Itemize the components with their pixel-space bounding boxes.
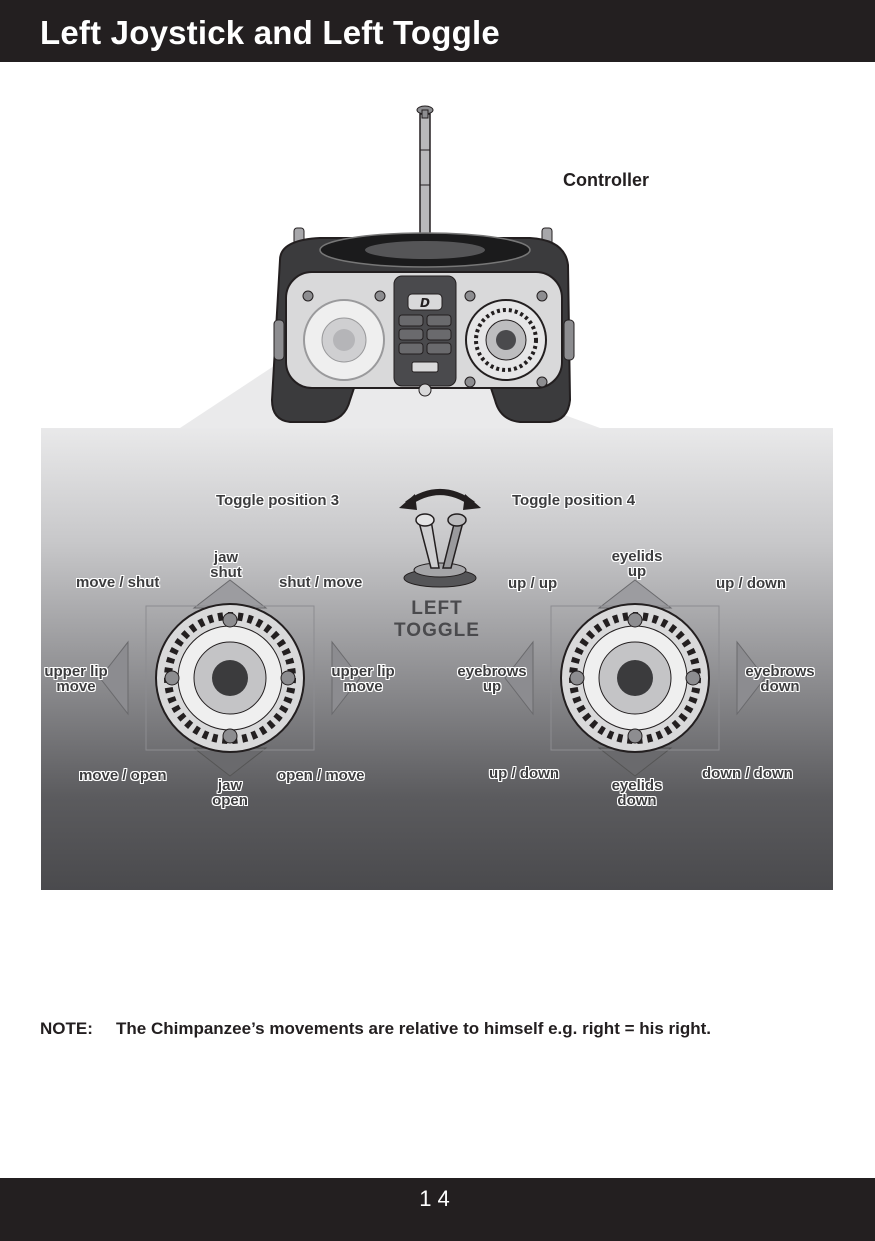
toggle-position-3-label: Toggle position 3 (216, 492, 340, 509)
label-line: move (343, 678, 383, 695)
right-joystick-graphic (504, 579, 766, 777)
note-label: NOTE: (40, 1019, 93, 1038)
right-joystick-top-label: eyelids up (604, 549, 670, 579)
label-line: eyelids (611, 777, 663, 794)
controller-label: Controller (563, 170, 650, 190)
left-joystick-left-label: upper lip move (40, 664, 112, 694)
left-joystick-bottom-label: jaw open (204, 778, 256, 808)
left-joystick-top-label: jaw shut (200, 550, 252, 580)
label-line: upper lip (331, 663, 395, 680)
right-joystick-bottom-label: eyelids down (604, 778, 670, 808)
right-joystick-right-label: eyebrows down (738, 664, 822, 694)
left-toggle-label-line1: LEFT (411, 598, 463, 619)
note-text: The Chimpanzee’s movements are relative … (116, 1019, 711, 1038)
left-joystick-bottom-left-label: move / open (79, 767, 167, 784)
label-line: upper lip (44, 663, 108, 680)
toggle-position-4-label: Toggle position 4 (512, 492, 636, 509)
header-bar: Left Joystick and Left Toggle (0, 0, 875, 62)
footer-bar (0, 1178, 875, 1241)
right-joystick-bottom-right-label: down / down (702, 765, 793, 782)
label-line: eyebrows (457, 663, 527, 680)
left-joystick-graphic (99, 579, 361, 777)
label-line: up (482, 678, 502, 695)
label-line: eyelids (611, 548, 663, 565)
label-line: jaw (217, 777, 243, 794)
label-line: jaw (213, 549, 239, 566)
left-joystick-bottom-right-label: open / move (277, 767, 365, 784)
right-joystick-left-label: eyebrows up (450, 664, 534, 694)
label-line: eyebrows (745, 663, 815, 680)
label-line: move (56, 678, 96, 695)
left-joystick-top-left-label: move / shut (76, 574, 160, 591)
label-line: down (617, 792, 657, 809)
left-joystick-right-label: upper lip move (327, 664, 399, 694)
label-line: up (627, 563, 647, 580)
label-line: down (760, 678, 800, 695)
right-joystick-top-left-label: up / up (508, 575, 558, 592)
toggle-switch-icon (399, 489, 481, 588)
label-line: shut (210, 564, 242, 581)
left-toggle-label: LEFT TOGGLE (385, 598, 489, 642)
controller-illustration: D (180, 105, 600, 428)
right-joystick-top-right-label: up / down (716, 575, 786, 592)
label-line: open (212, 792, 248, 809)
page-title: Left Joystick and Left Toggle (40, 14, 500, 51)
controller-logo: D (420, 296, 430, 310)
right-joystick-bottom-left-label: up / down (489, 765, 559, 782)
left-toggle-label-line2: TOGGLE (394, 620, 480, 641)
page-number: 14 (419, 1186, 456, 1211)
left-joystick-top-right-label: shut / move (279, 574, 363, 591)
